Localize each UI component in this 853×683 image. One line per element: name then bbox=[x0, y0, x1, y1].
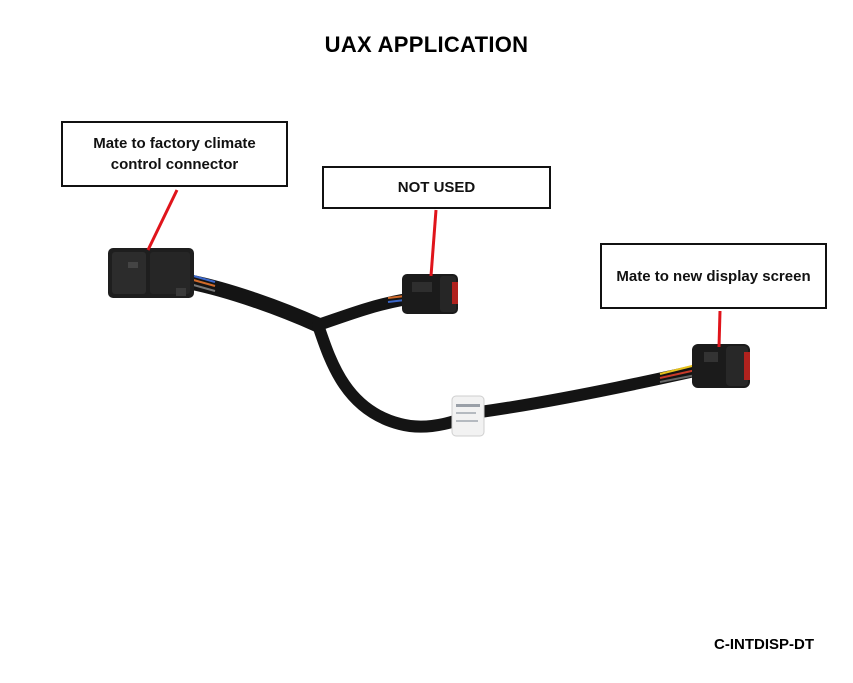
callout-not-used-text: NOT USED bbox=[397, 179, 476, 196]
pointer-not-used bbox=[429, 209, 438, 277]
part-number: C-INTDISP-DT bbox=[714, 636, 814, 653]
harness-trunk bbox=[182, 274, 326, 333]
callout-new-display: Mate to new display screen bbox=[600, 243, 827, 309]
callout-new-display-text: Mate to new display screen bbox=[616, 267, 811, 285]
wire-stubs-right bbox=[659, 364, 697, 383]
wire-stubs-left bbox=[189, 274, 216, 292]
page-title: UAX APPLICATION bbox=[324, 32, 529, 57]
callout-not-used: NOT USED bbox=[322, 166, 551, 209]
factory-connector-icon bbox=[108, 248, 194, 298]
harness-branch-display bbox=[312, 319, 696, 433]
pointer-factory bbox=[146, 189, 179, 251]
callout-factory-connector: Mate to factory climate control connecto… bbox=[61, 121, 288, 187]
unused-connector-icon bbox=[402, 274, 458, 314]
display-connector-icon bbox=[692, 344, 750, 388]
cable-label-tag bbox=[451, 395, 485, 437]
callout-factory-text: Mate to factory climate control connecto… bbox=[93, 135, 256, 173]
pointer-new-display bbox=[717, 310, 722, 348]
harness-branch-unused bbox=[312, 294, 408, 331]
